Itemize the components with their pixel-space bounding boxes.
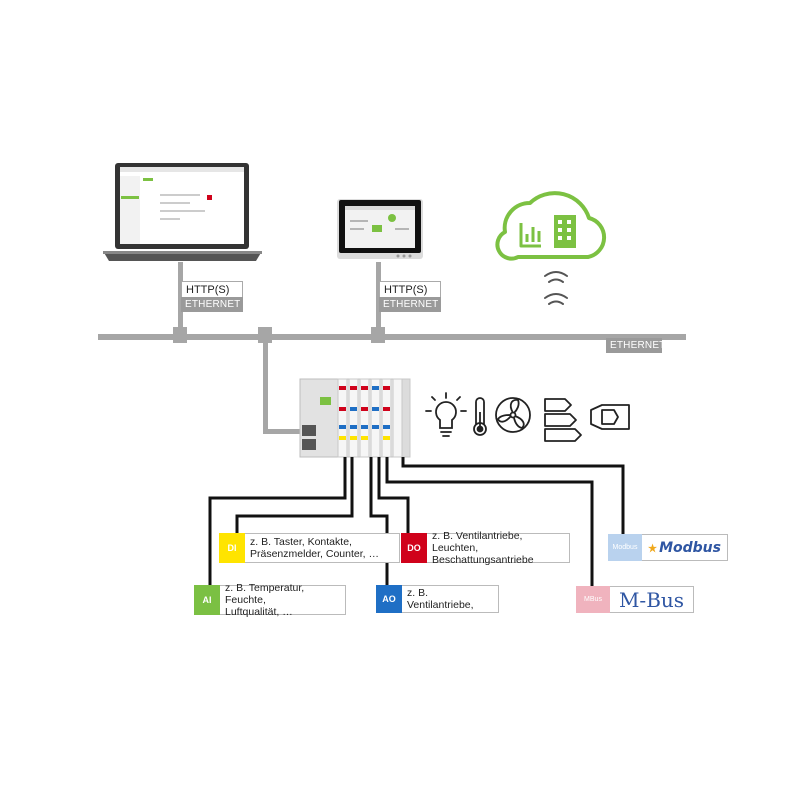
laptop-drop-line xyxy=(178,262,183,336)
io-do-tag: DO xyxy=(401,533,427,563)
io-di-description: z. B. Taster, Kontakte, Präsenzmelder, C… xyxy=(245,533,400,563)
controller-device-icon xyxy=(299,378,411,458)
actuator-valve-icon xyxy=(590,404,630,430)
io-di-tag: DI xyxy=(219,533,245,563)
light-bulb-icon xyxy=(425,392,467,437)
mbus-logo: M-Bus xyxy=(610,586,694,613)
io-ai-line-1: z. B. Temperatur, Feuchte, xyxy=(225,582,305,606)
fan-icon xyxy=(495,397,531,433)
laptop-icon xyxy=(103,163,262,261)
io-di-line-1: z. B. Taster, Kontakte, xyxy=(250,536,352,548)
cloud-building-icon xyxy=(495,191,607,261)
io-di-line-2: Präsenzmelder, Counter, … xyxy=(250,548,379,560)
bus-mbus: MBus M-Bus xyxy=(576,586,694,613)
controller-connector xyxy=(258,327,272,343)
wire-mbus xyxy=(385,457,594,586)
bus-mbus-tag: MBus xyxy=(576,586,610,613)
energy-efficiency-icon xyxy=(544,398,582,442)
panel-protocol-label: HTTP(S) xyxy=(379,281,441,298)
io-ai: AI z. B. Temperatur, Feuchte, Luftqualit… xyxy=(194,582,346,618)
wire-di xyxy=(235,457,354,536)
wire-ai xyxy=(208,457,347,586)
io-do-description: z. B. Ventilantriebe, Leuchten, Beschatt… xyxy=(427,530,570,566)
io-do-line-2: Beschattungsantriebe xyxy=(432,554,534,566)
panel-network-label: ETHERNET xyxy=(379,297,441,312)
laptop-network-label: ETHERNET xyxy=(181,297,243,312)
touch-panel-icon xyxy=(337,199,423,259)
io-di: DI z. B. Taster, Kontakte, Präsenzmelder… xyxy=(219,533,400,563)
io-ao-description: z. B. Ventilantriebe, xyxy=(402,585,499,613)
io-ao: AO z. B. Ventilantriebe, xyxy=(376,585,499,613)
io-wires xyxy=(208,457,625,586)
io-do-line-1: z. B. Ventilantriebe, Leuchten, xyxy=(432,530,523,554)
modbus-star-icon xyxy=(648,542,658,553)
bus-network-label: ETHERNET xyxy=(606,338,665,353)
io-ai-description: z. B. Temperatur, Feuchte, Luftqualität,… xyxy=(220,582,346,618)
wire-do xyxy=(377,457,410,534)
modbus-logo: Modbus xyxy=(642,534,728,561)
ethernet-bus-line xyxy=(98,334,686,340)
io-do: DO z. B. Ventilantriebe, Leuchten, Besch… xyxy=(401,530,570,566)
controller-feed-line xyxy=(263,429,301,434)
io-ao-line-1: z. B. Ventilantriebe, xyxy=(407,587,474,611)
bus-modbus-tag: Modbus xyxy=(608,534,642,561)
wire-modbus xyxy=(401,457,625,536)
laptop-connector xyxy=(173,327,187,343)
laptop-protocol-label: HTTP(S) xyxy=(181,281,243,298)
mbus-logo-text: M-Bus xyxy=(618,587,685,612)
thermometer-icon xyxy=(473,397,487,436)
modbus-logo-text: Modbus xyxy=(659,539,721,556)
panel-drop-line xyxy=(376,262,381,336)
wireless-signal-icon xyxy=(544,271,568,305)
io-ai-line-2: Luftqualität, … xyxy=(225,606,293,618)
io-ai-tag: AI xyxy=(194,585,220,615)
io-ao-tag: AO xyxy=(376,585,402,613)
controller-drop-line xyxy=(263,338,268,434)
bus-modbus: Modbus Modbus xyxy=(608,534,728,561)
panel-connector xyxy=(371,327,385,343)
